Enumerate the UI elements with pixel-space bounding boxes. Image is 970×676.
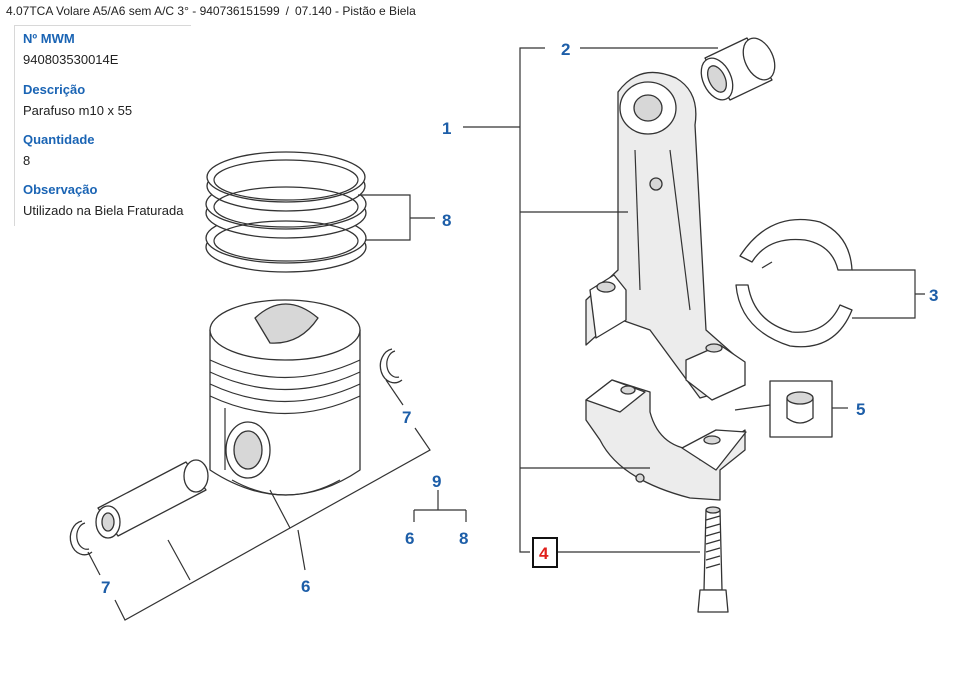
quantity-label: Quantidade: [23, 132, 95, 147]
connecting-rod-bolt[interactable]: [697, 506, 729, 613]
dowel-sleeve-box[interactable]: [734, 380, 833, 438]
breadcrumb-model[interactable]: 4.07TCA Volare A5/A6 sem A/C 3° - 940736…: [6, 4, 280, 18]
callout-6-piston[interactable]: 6: [301, 577, 310, 596]
connecting-rod[interactable]: [585, 71, 746, 401]
piston[interactable]: [209, 299, 361, 496]
bearing-shells[interactable]: [735, 218, 853, 348]
callout-8-kit[interactable]: 8: [459, 529, 468, 548]
callout-7-right[interactable]: 7: [402, 408, 411, 427]
callout-7-left[interactable]: 7: [101, 578, 110, 597]
description-label: Descrição: [23, 82, 86, 97]
callout-2[interactable]: 2: [561, 40, 570, 59]
breadcrumb: 4.07TCA Volare A5/A6 sem A/C 3° - 940736…: [6, 4, 416, 18]
callout-6-kit[interactable]: 6: [405, 529, 414, 548]
callout-labels: 1 2 3 4 5 6 6 7 7 8 8 9: [101, 40, 938, 597]
mwm-number-label: Nº MWM: [23, 31, 75, 46]
breadcrumb-section[interactable]: 07.140 - Pistão e Biela: [295, 4, 416, 18]
callout-3[interactable]: 3: [929, 286, 938, 305]
circlip-right[interactable]: [379, 348, 403, 384]
mwm-number-value: 940803530014E: [23, 52, 119, 67]
breadcrumb-separator: /: [285, 4, 289, 18]
callout-5[interactable]: 5: [856, 400, 865, 419]
connecting-rod-cap[interactable]: [585, 379, 747, 501]
note-value: Utilizado na Biela Fraturada: [23, 203, 184, 218]
piston-pin[interactable]: [95, 459, 209, 539]
description-value: Parafuso m10 x 55: [23, 103, 133, 118]
callout-8-rings[interactable]: 8: [442, 211, 451, 230]
callout-4-selected[interactable]: 4: [539, 544, 549, 563]
leader-lines: [87, 47, 925, 621]
small-end-bushing[interactable]: [695, 33, 781, 105]
callout-9[interactable]: 9: [432, 472, 441, 491]
part-info-panel: Nº MWM 940803530014E Descrição Parafuso …: [14, 25, 191, 226]
quantity-value: 8: [23, 153, 31, 168]
selected-callout-box[interactable]: [532, 537, 558, 568]
circlip-left[interactable]: [69, 520, 93, 556]
note-label: Observação: [23, 182, 98, 197]
piston-rings[interactable]: [205, 151, 367, 273]
callout-1[interactable]: 1: [442, 119, 451, 138]
